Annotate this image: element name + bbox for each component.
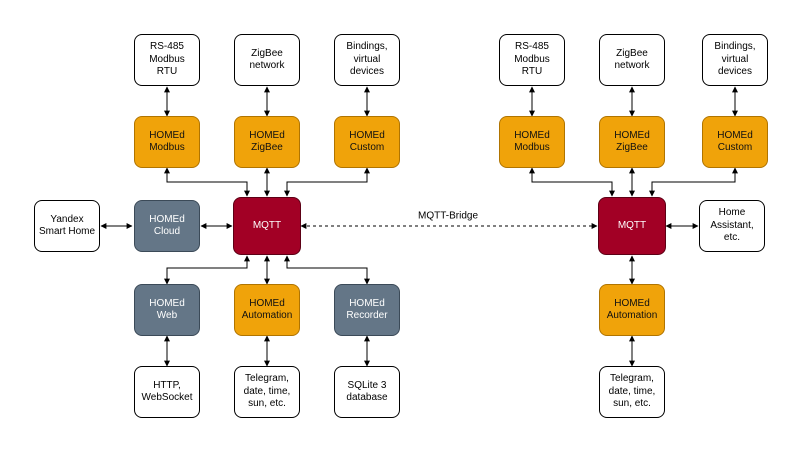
mqtt-broker-left: MQTT — [233, 197, 301, 255]
homed-custom-left: HOMEd Custom — [334, 116, 400, 168]
edge-custom-mqtt-right — [649, 167, 738, 197]
sqlite-database: SQLite 3 database — [334, 366, 400, 418]
homed-modbus-right: HOMEd Modbus — [499, 116, 565, 168]
mqtt-broker-right: MQTT — [598, 197, 666, 255]
homed-zigbee-left: HOMEd ZigBee — [234, 116, 300, 168]
edge-modbus-mqtt-left — [164, 167, 250, 197]
homed-web: HOMEd Web — [134, 284, 200, 336]
edge-mqtt-recorder — [284, 255, 370, 285]
rs485-modbus-rtu-left: RS-485 Modbus RTU — [134, 34, 200, 86]
home-assistant: Home Assistant, etc. — [699, 200, 765, 252]
yandex-smart-home: Yandex Smart Home — [34, 200, 100, 252]
homed-cloud: HOMEd Cloud — [134, 200, 200, 252]
edge-mqtt-web — [164, 255, 250, 285]
zigbee-network-right: ZigBee network — [599, 34, 665, 86]
http-websocket: HTTP, WebSocket — [134, 366, 200, 418]
homed-modbus-left: HOMEd Modbus — [134, 116, 200, 168]
homed-automation-right: HOMEd Automation — [599, 284, 665, 336]
bindings-virtual-devices-left: Bindings, virtual devices — [334, 34, 400, 86]
edge-modbus-mqtt-right — [529, 167, 615, 197]
telegram-date-time-left: Telegram, date, time, sun, etc. — [234, 366, 300, 418]
bindings-virtual-devices-right: Bindings, virtual devices — [702, 34, 768, 86]
edge-custom-mqtt-left — [284, 167, 370, 197]
homed-recorder: HOMEd Recorder — [334, 284, 400, 336]
zigbee-network-left: ZigBee network — [234, 34, 300, 86]
rs485-modbus-rtu-right: RS-485 Modbus RTU — [499, 34, 565, 86]
mqtt-bridge-label: MQTT-Bridge — [414, 210, 482, 222]
telegram-date-time-right: Telegram, date, time, sun, etc. — [599, 366, 665, 418]
homed-custom-right: HOMEd Custom — [702, 116, 768, 168]
homed-zigbee-right: HOMEd ZigBee — [599, 116, 665, 168]
homed-automation-left: HOMEd Automation — [234, 284, 300, 336]
